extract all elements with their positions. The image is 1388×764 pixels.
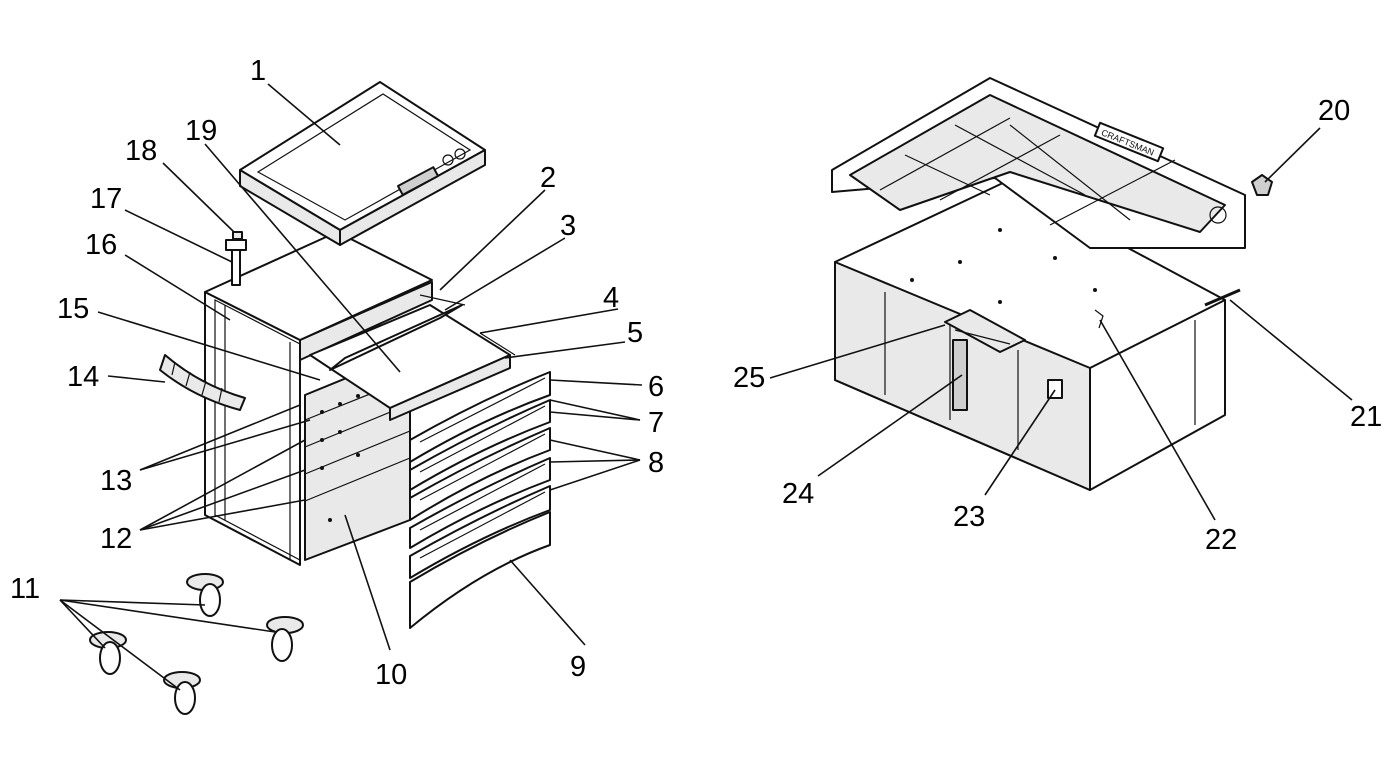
callout-10: 10: [375, 659, 407, 691]
caster-4: [163, 671, 201, 715]
caster-2: [266, 616, 304, 662]
callout-24: 24: [782, 478, 814, 510]
callout-17: 17: [90, 183, 122, 215]
callout-11: 11: [10, 573, 40, 605]
front-drawers: [409, 371, 551, 629]
callout-16: 16: [85, 229, 117, 261]
casters: [89, 573, 304, 715]
callout-9: 9: [570, 651, 586, 683]
leader-lines: [59, 83, 1353, 691]
callout-12: 12: [100, 523, 132, 555]
lock-parts: [225, 231, 247, 286]
callout-5: 5: [627, 317, 643, 349]
callout-20: 20: [1318, 95, 1350, 127]
callout-3: 3: [560, 210, 576, 242]
chest-lid: CRAFTSMAN: [831, 77, 1246, 249]
stay-rod: [1204, 288, 1241, 307]
callout-14: 14: [67, 361, 99, 393]
top-chest-assembly: CRAFTSMAN: [831, 77, 1273, 491]
callout-25: 25: [733, 362, 765, 394]
callout-19: 19: [185, 115, 217, 147]
callout-22: 22: [1205, 524, 1237, 556]
lock-hardware: [952, 309, 1104, 411]
callout-8: 8: [648, 447, 664, 479]
cabinet-lid: [239, 81, 486, 246]
callout-21: 21: [1350, 401, 1382, 433]
side-handle: [159, 354, 246, 411]
caster-1: [186, 573, 224, 617]
callout-4: 4: [603, 282, 619, 314]
callout-23: 23: [953, 501, 985, 533]
hinge-bracket: [944, 309, 1026, 353]
callout-15: 15: [57, 293, 89, 325]
callout-labels: 1 2 3 4 5 6 7 8 9 10 11 12 13 14 15 16 1…: [10, 55, 1382, 691]
cabinet-body: [204, 231, 433, 566]
upper-tray: [309, 294, 516, 421]
callout-18: 18: [125, 135, 157, 167]
callout-7: 7: [648, 407, 664, 439]
callout-13: 13: [100, 465, 132, 497]
callout-6: 6: [648, 371, 664, 403]
callout-1: 1: [250, 55, 266, 87]
callout-2: 2: [540, 162, 556, 194]
rolling-cabinet-assembly: [89, 81, 551, 715]
caster-3: [89, 631, 127, 675]
